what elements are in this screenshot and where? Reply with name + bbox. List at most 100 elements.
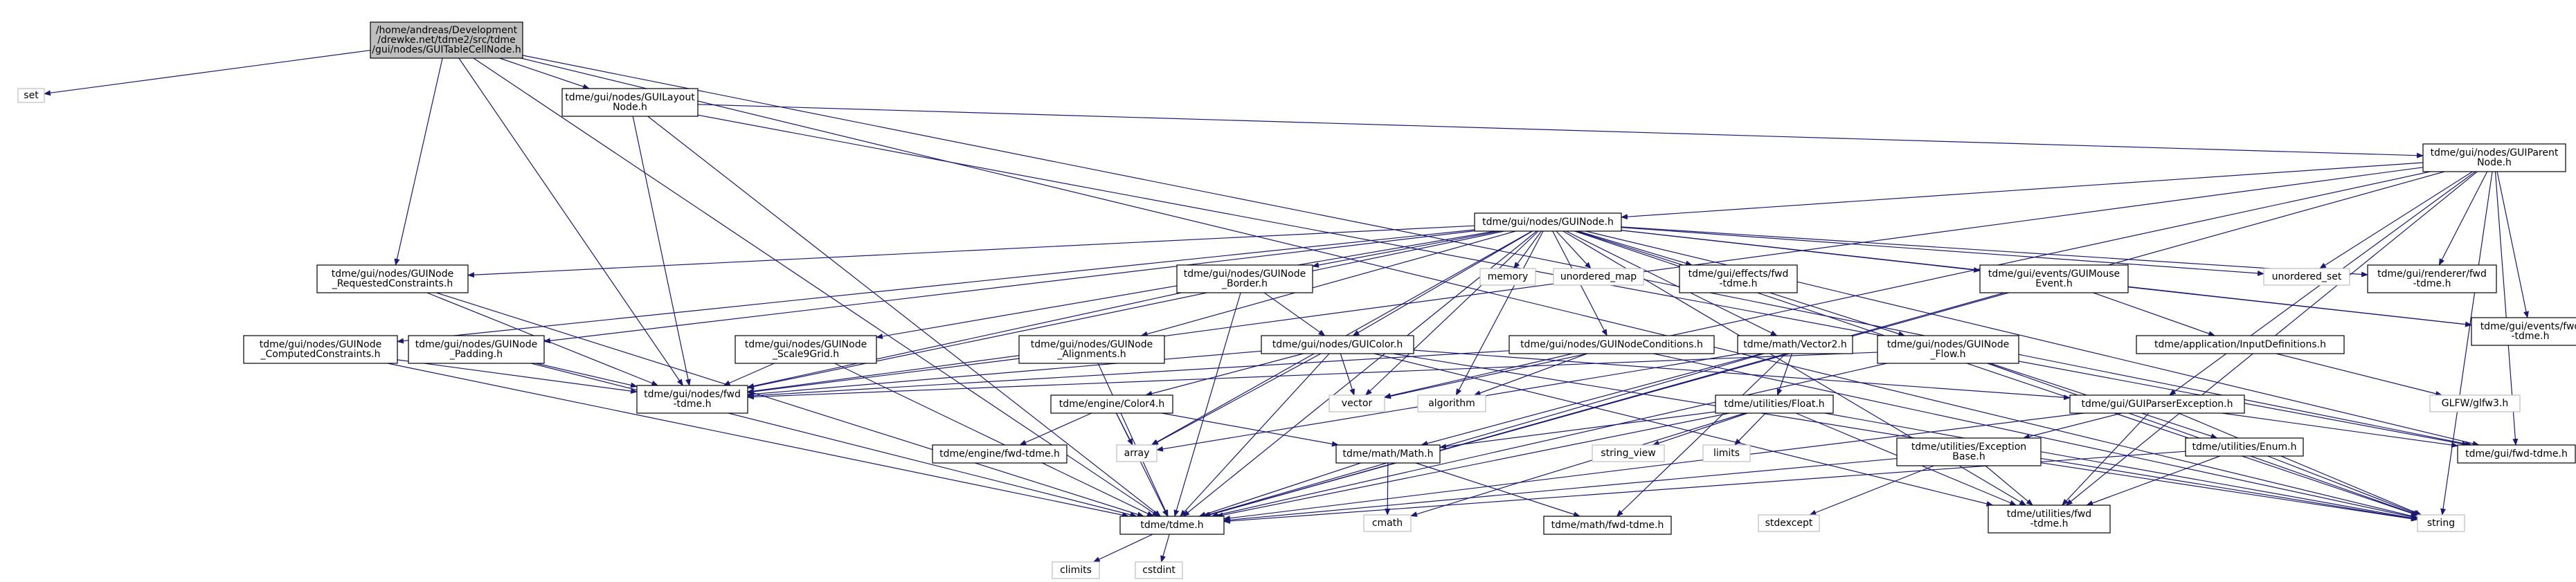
node-box xyxy=(1896,437,2042,466)
edge-parserexception-to-guifwd xyxy=(2222,412,2458,448)
node-label: -tdme.h xyxy=(673,399,711,410)
node-guifwd[interactable]: tdme/gui/fwd-tdme.h xyxy=(2457,444,2576,464)
node-flow[interactable]: tdme/gui/nodes/GUINode_Flow.h xyxy=(1877,335,2019,364)
include-edge xyxy=(1198,462,1361,517)
node-label: string_view xyxy=(1601,448,1655,459)
node-label: set xyxy=(24,90,39,101)
edge-root-to-guifwd xyxy=(522,55,2472,447)
node-root[interactable]: /home/andreas/Development/drewke.net/tdm… xyxy=(370,21,523,59)
node-tdmeh[interactable]: tdme/tdme.h xyxy=(1119,516,1225,535)
include-edge xyxy=(1384,353,1573,399)
node-box xyxy=(1479,268,1536,286)
node-guinode[interactable]: tdme/gui/nodes/GUINode.h xyxy=(1474,212,1622,232)
edge-guinode-to-guicolor xyxy=(1352,230,1533,336)
edge-border-to-nodesfwd xyxy=(747,292,1182,389)
node-label: tdme/gui/nodes/GUINode xyxy=(1031,339,1153,350)
node-box xyxy=(1758,514,1820,532)
edge-parserexception-to-utilitiesfwd xyxy=(2062,412,2150,506)
include-edge xyxy=(2496,171,2529,318)
node-box xyxy=(2457,444,2576,464)
node-padding[interactable]: tdme/gui/nodes/GUINode_Padding.h xyxy=(408,335,545,364)
include-edge xyxy=(1824,412,2418,521)
node-box xyxy=(1553,268,1644,286)
node-label: tdme/engine/Color4.h xyxy=(1059,399,1165,410)
node-utilitiesfwd[interactable]: tdme/utilities/fwd-tdme.h xyxy=(1988,504,2111,534)
node-nodesfwd[interactable]: tdme/gui/nodes/fwd-tdme.h xyxy=(636,385,748,414)
node-parserexception[interactable]: tdme/gui/GUIParserException.h xyxy=(2069,394,2245,414)
edge-computedconstraints-to-nodesfwd xyxy=(397,359,638,394)
edge-conditions-to-string xyxy=(1653,353,2418,520)
node-alignments[interactable]: tdme/gui/nodes/GUINode_Alignments.h xyxy=(1018,335,1165,364)
node-enumh[interactable]: tdme/utilities/Enum.h xyxy=(2185,437,2304,457)
edge-conditions-to-nodesfwd xyxy=(747,350,1510,399)
edge-guinode-to-vector xyxy=(1364,230,1539,396)
node-box xyxy=(1715,394,1834,414)
node-box xyxy=(932,444,1068,464)
include-edge xyxy=(1809,465,1934,516)
include-edge xyxy=(1092,534,1153,563)
edge-exceptionbase-to-stdexcept xyxy=(1809,465,1934,516)
edge-enumh-to-string xyxy=(2267,455,2420,516)
edge-vector2-to-mathh xyxy=(1421,353,1762,446)
node-box xyxy=(1508,335,1715,354)
node-vector: vector xyxy=(1328,394,1385,412)
node-eventsfwd[interactable]: tdme/gui/events/fwd-tdme.h xyxy=(2471,317,2576,346)
node-border[interactable]: tdme/gui/nodes/GUINode_Border.h xyxy=(1176,264,1313,293)
node-scale9grid[interactable]: tdme/gui/nodes/GUINode_Scale9Grid.h xyxy=(735,335,877,364)
node-mathh[interactable]: tdme/math/Math.h xyxy=(1335,444,1441,464)
node-box xyxy=(2136,335,2345,354)
node-label: -tdme.h xyxy=(2511,331,2549,342)
edge-exceptionbase-to-string xyxy=(2040,462,2418,522)
node-label: tdme/gui/nodes/GUINodeConditions.h xyxy=(1520,339,1703,350)
edge-exceptionbase-to-utilitiesfwd xyxy=(1985,465,2033,506)
node-box xyxy=(2417,514,2465,532)
node-label: _RequestedConstraints.h xyxy=(332,278,453,289)
edge-vector2-to-mathfwd xyxy=(1616,353,1786,517)
node-enginefwd[interactable]: tdme/engine/fwd-tdme.h xyxy=(932,444,1068,464)
edge-guicolor-to-array xyxy=(1151,353,1322,446)
node-string: string xyxy=(2417,514,2465,532)
node-box xyxy=(735,335,877,364)
node-string_view: string_view xyxy=(1592,444,1665,462)
edge-parserexception-to-string xyxy=(2178,412,2422,516)
include-edge xyxy=(1776,353,1793,396)
edge-parserexception-to-exceptionbase xyxy=(2022,412,2122,439)
edge-root-to-tdmeh xyxy=(473,57,1160,517)
node-label: tdme/math/Math.h xyxy=(1343,448,1434,460)
node-inputdefs[interactable]: tdme/application/InputDefinitions.h xyxy=(2136,335,2345,354)
node-conditions[interactable]: tdme/gui/nodes/GUINodeConditions.h xyxy=(1508,335,1715,354)
node-label: Node.h xyxy=(613,102,647,113)
node-guicolor[interactable]: tdme/gui/nodes/GUIColor.h xyxy=(1261,335,1414,354)
edge-parentnode-to-rendererfwd xyxy=(2438,171,2488,266)
node-limits: limits xyxy=(1702,444,1751,462)
node-label: tdme/utilities/Float.h xyxy=(1724,399,1824,410)
node-label: _Scale9Grid.h xyxy=(772,349,839,360)
node-label: tdme/gui/renderer/fwd xyxy=(2377,269,2487,280)
include-edge xyxy=(1733,412,1766,446)
node-reqconstraints[interactable]: tdme/gui/nodes/GUINode_RequestedConstrai… xyxy=(316,264,469,293)
include-edge xyxy=(521,57,2418,519)
edge-mouseevent-to-tdmeh xyxy=(1203,292,2005,518)
node-color4[interactable]: tdme/engine/Color4.h xyxy=(1050,394,1173,414)
node-mathfwd[interactable]: tdme/math/fwd-tdme.h xyxy=(1543,516,1672,535)
include-edge xyxy=(522,55,2472,447)
node-computedconstraints[interactable]: tdme/gui/nodes/GUINode_ComputedConstrain… xyxy=(243,335,398,364)
node-vector2[interactable]: tdme/math/Vector2.h xyxy=(1737,335,1853,354)
include-edge xyxy=(1653,353,2418,520)
include-edge xyxy=(1364,230,1539,396)
include-edge xyxy=(1513,230,1542,269)
node-effectsfwd[interactable]: tdme/gui/effects/fwd-tdme.h xyxy=(1679,264,1798,293)
node-rendererfwd[interactable]: tdme/gui/renderer/fwd-tdme.h xyxy=(2367,264,2497,293)
include-edge xyxy=(747,350,1262,397)
edge-float-to-cmath xyxy=(1410,412,1745,517)
node-box xyxy=(2367,264,2497,293)
include-edge xyxy=(1384,171,2431,399)
edge-guinode-to-vector2 xyxy=(1565,230,1778,336)
node-box xyxy=(2185,437,2304,457)
node-box xyxy=(1052,561,1100,579)
node-float[interactable]: tdme/utilities/Float.h xyxy=(1715,394,1834,414)
